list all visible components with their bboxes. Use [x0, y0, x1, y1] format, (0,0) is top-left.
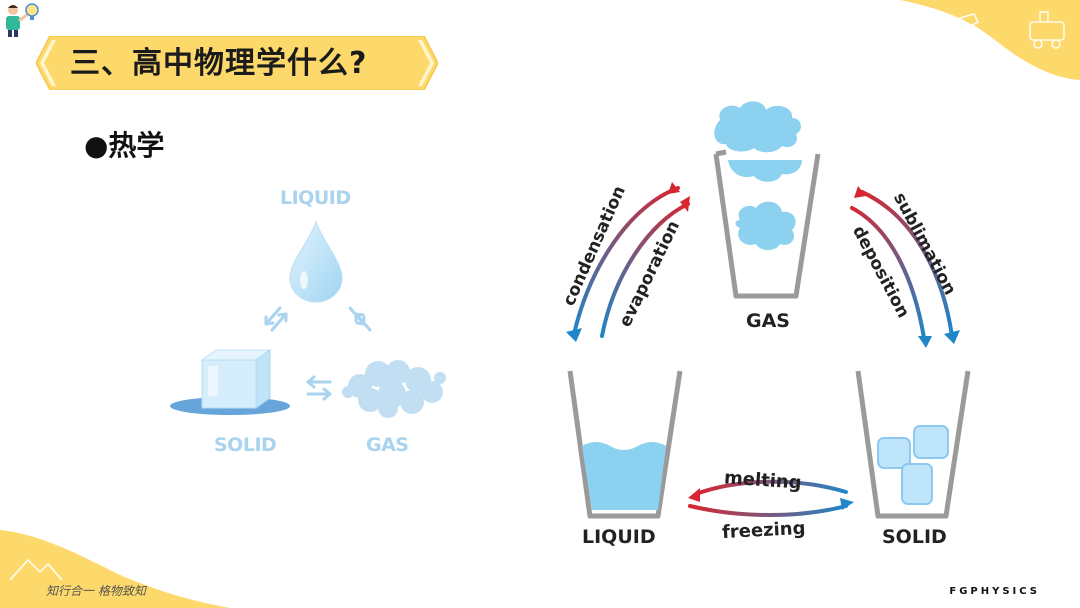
melting-freezing-arrows [688, 479, 848, 517]
bottom-left-corner-decoration [0, 530, 230, 608]
freezing-label: freezing [721, 517, 806, 544]
sublimation-arrow [860, 190, 954, 338]
footer-motto: 知行合一 格物致知 [46, 584, 146, 598]
water-drop-icon [289, 220, 343, 303]
solid-glass-icon [855, 370, 971, 519]
evaporation-arrow [600, 202, 690, 338]
phase-transition-diagram [566, 101, 971, 519]
liquid-glass-icon [567, 370, 683, 519]
gas-glass-icon [713, 101, 821, 299]
condensation-arrow [572, 186, 680, 336]
right-solid-label: SOLID [882, 526, 947, 548]
footer-brand: FGPHYSICS [949, 586, 1040, 597]
right-liquid-label: LIQUID [582, 526, 656, 548]
deposition-arrow [850, 206, 926, 340]
left-gas-label: GAS [366, 434, 409, 456]
liquid-gas-arrows-icon [348, 306, 372, 332]
solid-gas-arrows-icon [306, 375, 332, 401]
left-solid-label: SOLID [214, 434, 277, 456]
right-gas-label: GAS [746, 310, 790, 332]
ice-cube-icon [170, 349, 290, 415]
teacher-avatar-icon [6, 3, 39, 37]
top-right-corner-decoration [900, 0, 1080, 80]
left-liquid-label: LIQUID [280, 187, 351, 209]
liquid-solid-arrows-icon [264, 306, 288, 332]
page-title: 三、高中物理学什么? [70, 46, 368, 81]
section-bullet: ●热学 [84, 129, 165, 162]
title-banner [36, 36, 438, 90]
gas-bubbles-icon [342, 360, 446, 418]
